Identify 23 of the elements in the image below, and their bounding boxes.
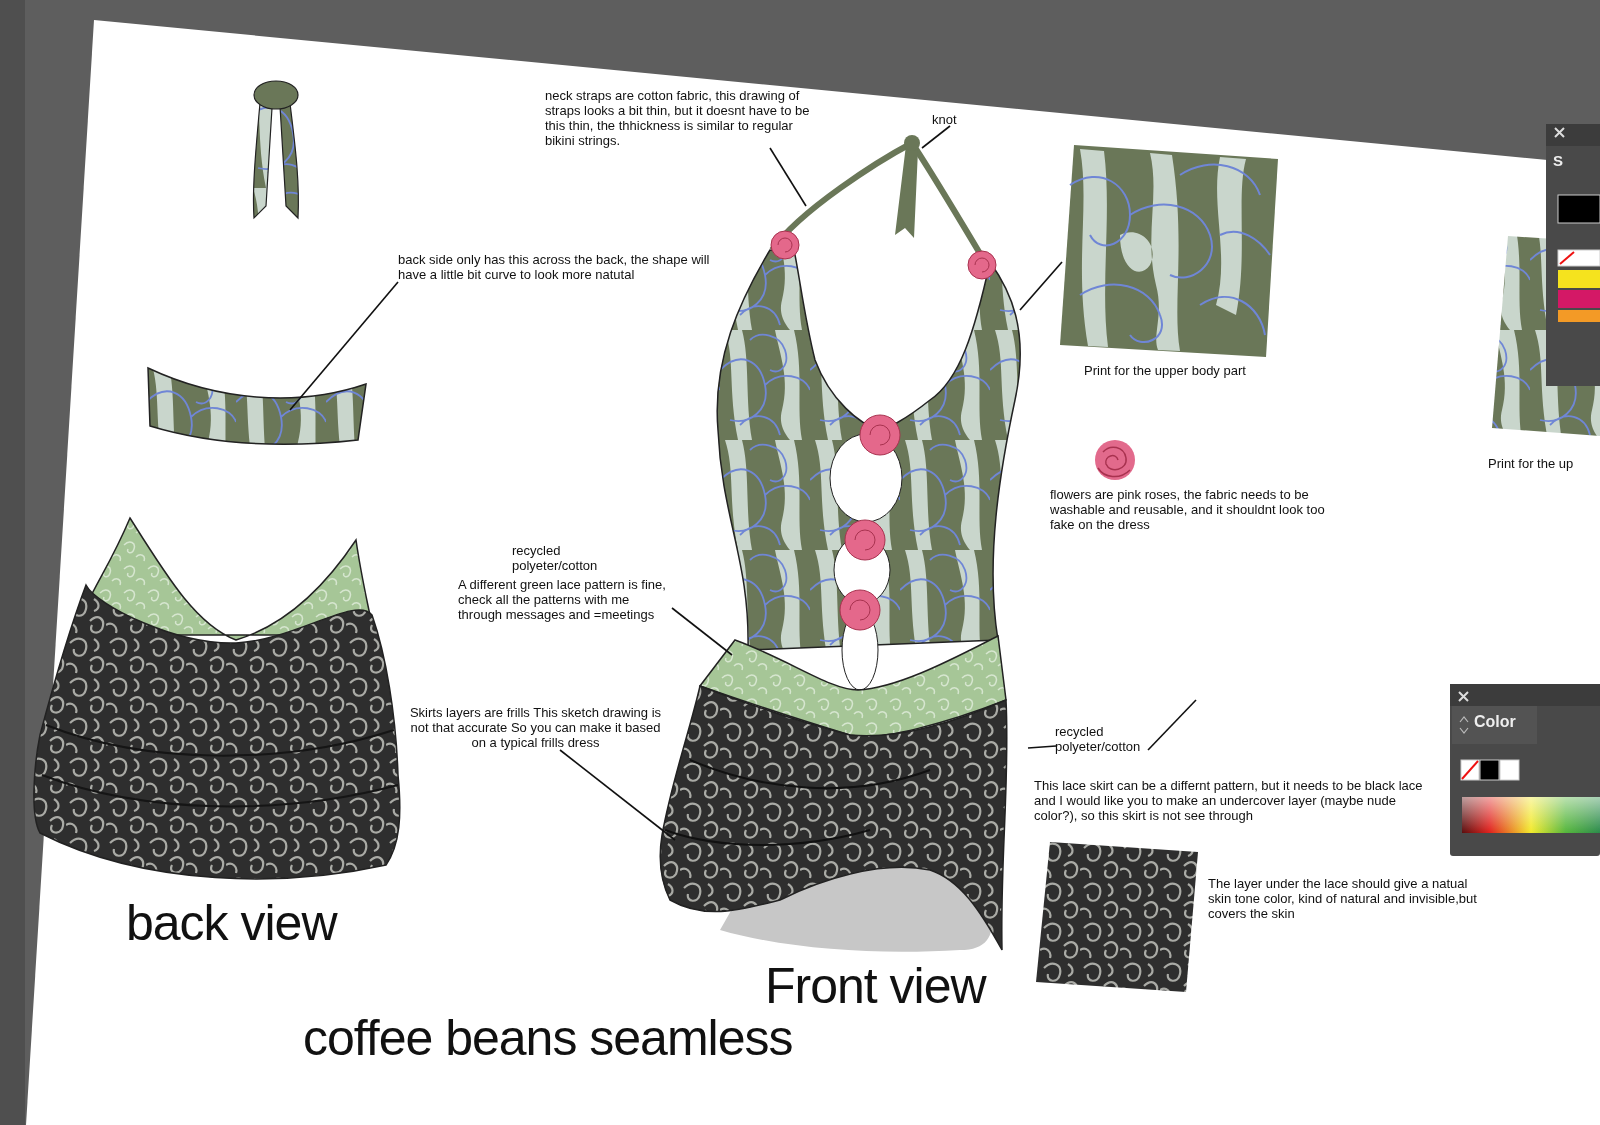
leader-line: [769, 147, 807, 207]
leader-line: [1027, 745, 1057, 749]
annotation-text: A different green lace pattern is fine, check all the patterns with me through messages and =meetings: [458, 577, 673, 622]
leader-line: [559, 749, 676, 841]
caption-text: Print for the upper body part: [1084, 363, 1246, 378]
annotation-text: The layer under the lace should give a natual skin tone color, kind of natural and invisible,but covers the skin: [1208, 876, 1478, 921]
leader-line: [1019, 261, 1063, 311]
caption-text: Print for the up: [1488, 456, 1575, 471]
leader-line: [671, 607, 733, 656]
view-title: back view: [126, 895, 337, 951]
panel-title: S: [1553, 153, 1563, 168]
annotation-text: neck straps are cotton fabric, this drawing of straps looks a bit thin, but it doesnt have to be this thin, the thhickness is similar to regular bikini strings.: [545, 88, 820, 148]
annotation-text: back side only has this across the back, the shape will have a little bit curve to look more natutal: [398, 252, 728, 282]
annotation-text: knot: [932, 112, 964, 127]
panel-title: Color: [1474, 714, 1516, 729]
annotation-text: recycled polyeter/cotton: [1055, 724, 1155, 754]
leader-line: [289, 281, 399, 411]
annotation-text: recycled polyeter/cotton: [512, 543, 599, 573]
annotation-text: This lace skirt can be a differnt pattern, but it needs to be black lace and I would like you to make an undercover layer (maybe nude color?), so this skirt is not see through: [1034, 778, 1424, 823]
annotation-text: flowers are pink roses, the fabric needs to be washable and reusable, and it shouldnt look too fake on the dress: [1050, 487, 1326, 532]
leader-line: [1147, 699, 1197, 751]
annotation-text: Skirts layers are frills This sketch drawing is not that accurate So you can make it based on a typical frills dress: [408, 705, 663, 750]
leader-line: [921, 125, 951, 149]
